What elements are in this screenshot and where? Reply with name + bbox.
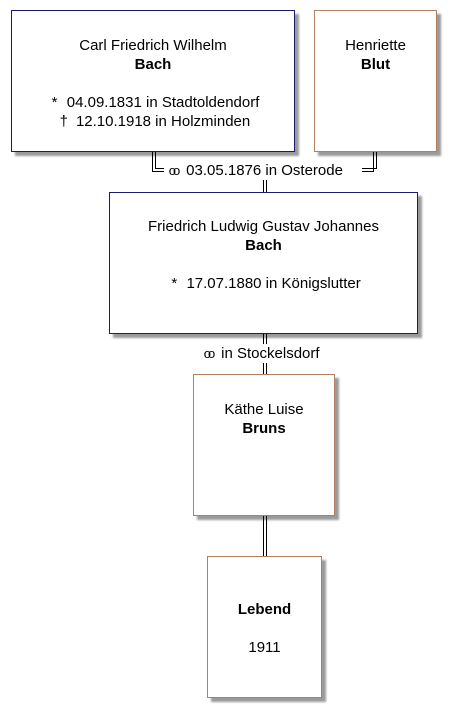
child-year: 1911 [248, 639, 281, 656]
spouse-surname: Bruns [242, 420, 286, 437]
father-connector [152, 152, 153, 172]
father-birth-text: 04.09.1831 in Stadtoldendorf [66, 94, 260, 111]
marriage-rings-icon: oo [203, 346, 215, 361]
mother-connector-h2 [362, 168, 377, 169]
father-card[interactable]: Carl Friedrich Wilhelm Bach * 04.09.1831… [11, 10, 295, 152]
spouse-given-names: Käthe Luise [224, 401, 304, 418]
birth-icon: * [171, 275, 178, 292]
mother-card[interactable]: Henriette Blut [314, 10, 437, 152]
child-connector [263, 516, 264, 556]
subject-surname: Bach [245, 237, 282, 254]
subject-marriage-text: in Stockelsdorf [221, 345, 320, 362]
child-name: Lebend [237, 601, 292, 618]
subject-connector-2 [266, 180, 267, 192]
marriage-rings-icon: oo [168, 163, 180, 178]
subject-connector [263, 180, 264, 192]
father-connector-h [152, 171, 164, 172]
subject-marriage: oo in Stockelsdorf [199, 344, 320, 363]
father-given-names: Carl Friedrich Wilhelm [79, 37, 227, 54]
mother-given-names: Henriette [345, 37, 406, 54]
death-icon: † [59, 113, 68, 130]
spouse-card[interactable]: Käthe Luise Bruns [193, 374, 335, 516]
subject-given-names: Friedrich Ludwig Gustav Johannes [148, 218, 379, 235]
parents-marriage-text: 03.05.1876 in Osterode [186, 162, 343, 179]
mother-surname: Blut [360, 56, 391, 73]
subject-birth-text: 17.07.1880 in Königslutter [186, 275, 361, 292]
mother-connector-2 [376, 152, 377, 169]
parents-marriage: oo 03.05.1876 in Osterode [164, 161, 343, 180]
child-connector-2 [266, 516, 267, 556]
birth-icon: * [51, 94, 58, 111]
child-card[interactable]: Lebend 1911 [207, 556, 322, 698]
mother-connector [373, 152, 374, 172]
father-death-text: 12.10.1918 in Holzminden [75, 113, 251, 130]
father-death: † 12.10.1918 in Holzminden [12, 112, 294, 131]
father-connector-h2 [155, 168, 164, 169]
father-connector-2 [155, 152, 156, 169]
father-surname: Bach [134, 56, 172, 73]
mother-connector-h [362, 171, 374, 172]
father-birth: * 04.09.1831 in Stadtoldendorf [12, 93, 294, 112]
subject-birth: * 17.07.1880 in Königslutter [110, 274, 417, 293]
subject-card[interactable]: Friedrich Ludwig Gustav Johannes Bach * … [109, 192, 418, 334]
